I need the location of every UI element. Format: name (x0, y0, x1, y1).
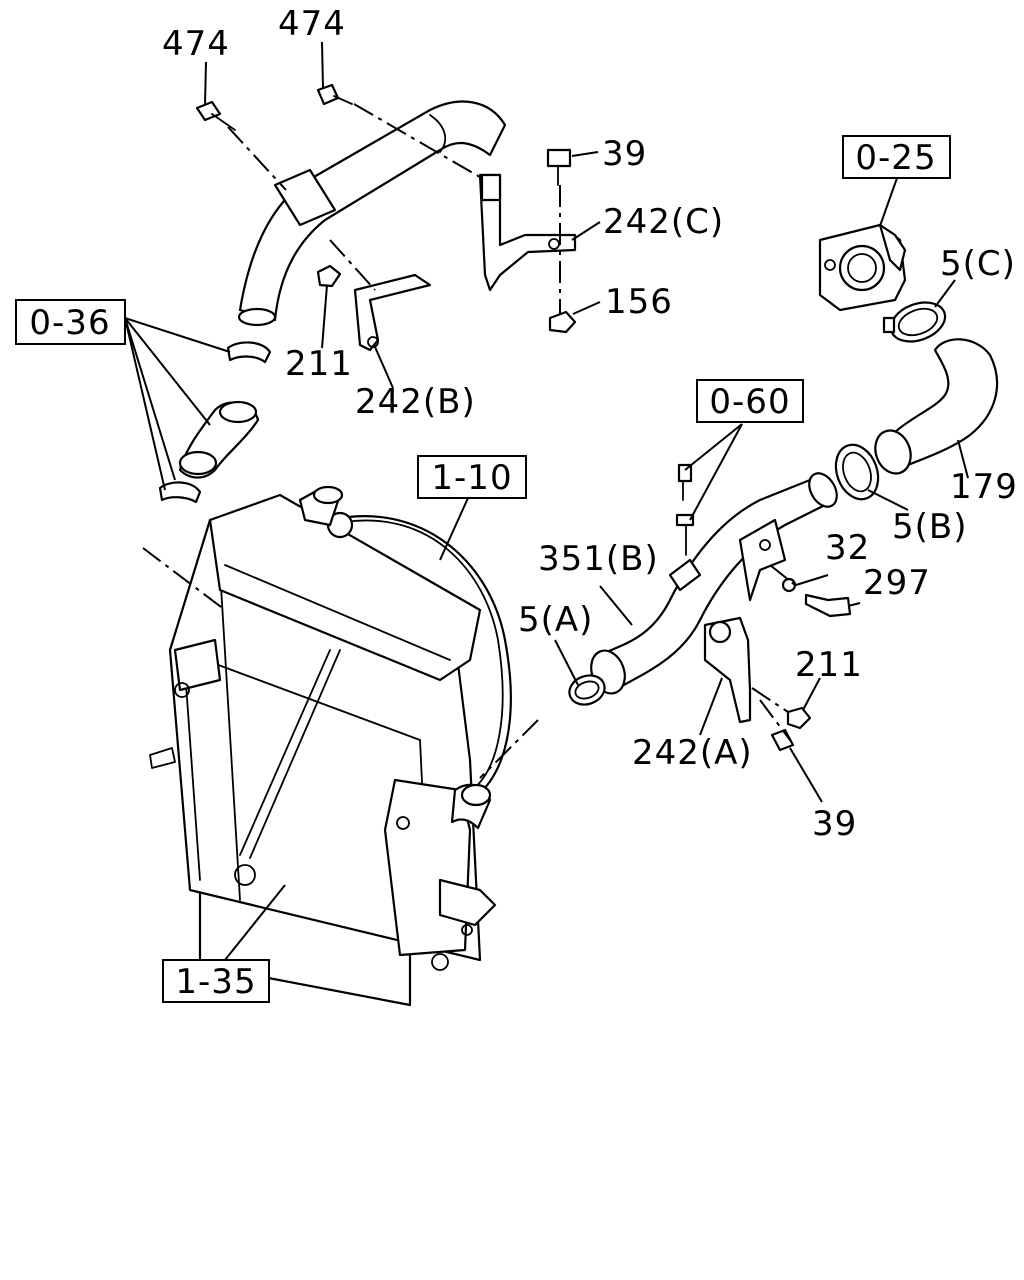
fasteners (195, 83, 852, 752)
label-39-top: 39 (602, 134, 647, 174)
ref-0-60-text: 0-60 (709, 382, 790, 422)
label-211-right: 211 (795, 645, 863, 685)
assembly-centerlines (142, 103, 796, 779)
ref-box-0-60: 0-60 (696, 379, 804, 423)
ref-box-0-36: 0-36 (15, 299, 126, 345)
label-297: 297 (863, 563, 931, 603)
label-179: 179 (950, 467, 1018, 507)
intercooler-pipe (590, 463, 838, 695)
upper-intake-hose (237, 100, 507, 327)
label-5a: 5(A) (518, 600, 593, 640)
ref-1-35-text: 1-35 (175, 962, 256, 1002)
ref-box-0-25: 0-25 (842, 135, 951, 179)
label-242a: 242(A) (632, 733, 753, 773)
label-5c: 5(C) (940, 244, 1016, 284)
ref-0-25-text: 0-25 (855, 138, 936, 178)
brackets (353, 173, 752, 724)
label-242c: 242(C) (603, 202, 724, 242)
part-labels: 474 474 39 242(C) 156 211 242(B) 5(C) 17… (162, 4, 1018, 844)
label-32: 32 (825, 528, 870, 568)
label-242b: 242(B) (355, 382, 476, 422)
ref-1-10-text: 1-10 (431, 458, 512, 498)
lower-left-hose (158, 341, 272, 504)
upper-right-hose (874, 338, 999, 475)
label-474-left: 474 (162, 24, 230, 64)
radiator-assembly (149, 485, 512, 1007)
throttle-body (818, 223, 907, 312)
leader-lines (124, 41, 969, 961)
label-39-bottom: 39 (812, 804, 857, 844)
label-211-left: 211 (285, 344, 353, 384)
label-351b: 351(B) (538, 539, 659, 579)
ref-0-36-text: 0-36 (29, 303, 110, 343)
label-5b: 5(B) (892, 507, 968, 547)
ref-box-1-10: 1-10 (417, 455, 527, 499)
ref-box-1-35: 1-35 (162, 959, 270, 1003)
label-474-top: 474 (278, 4, 346, 44)
label-156: 156 (605, 282, 673, 322)
hose-clamps (568, 301, 947, 706)
